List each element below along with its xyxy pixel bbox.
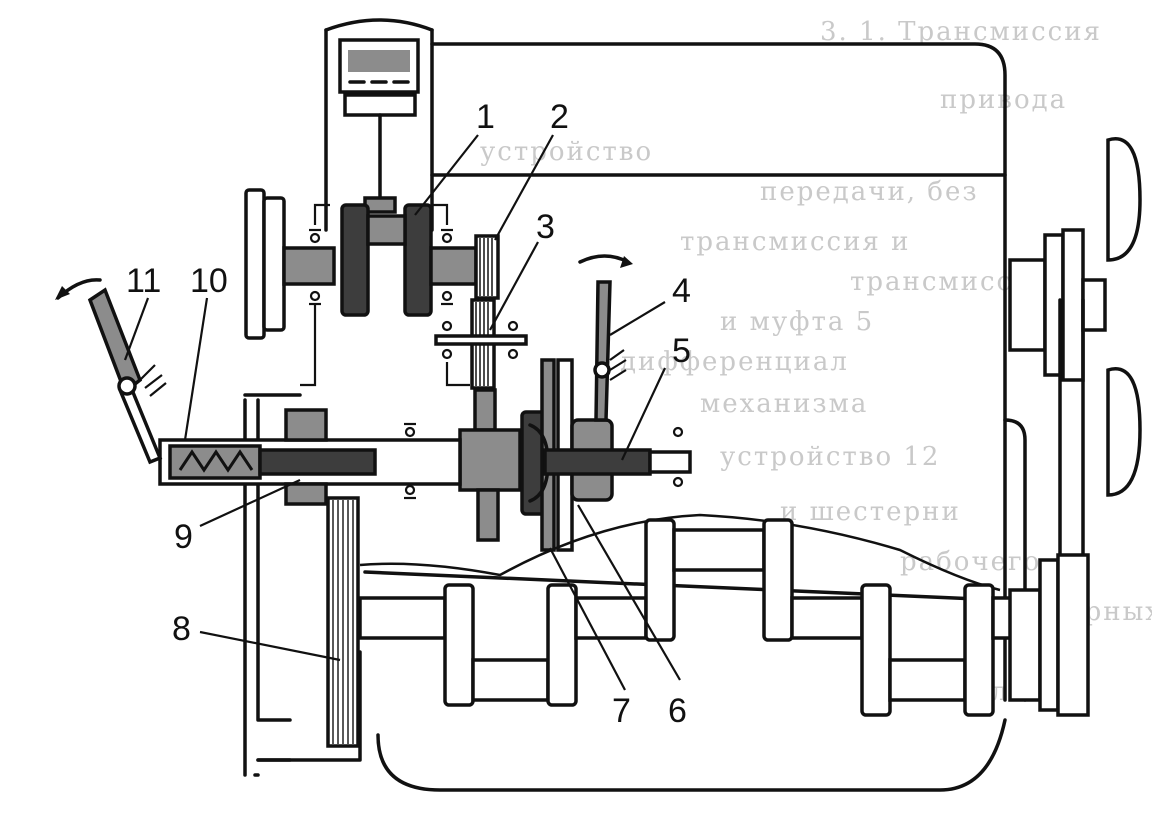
bleed-line: устройство [480,137,653,167]
main-flywheel [326,496,360,748]
callout-4: 4 [672,272,691,310]
crank-pin [366,214,407,246]
callout-10: 10 [190,262,228,300]
engine-housing [243,42,1027,792]
intermediate-gear [434,298,528,390]
pinion-9-top [284,408,328,442]
splined-shaft [258,448,377,476]
fan-blade-top [1106,137,1142,262]
main-journal-3 [790,596,864,640]
engage-lever [55,278,167,465]
starting-engine-crankshaft [244,188,500,387]
clutch-hub-lower [476,488,500,542]
main-web-1 [443,583,475,707]
crank-journal-right [429,246,478,286]
bleed-through-text: 3. 1. Трансмиссия привода устройство пер… [480,17,1152,707]
flywheel-inner [262,196,286,332]
shaft-end [648,450,692,474]
pinion-9-bottom [284,482,328,506]
arrow-head-4 [620,256,633,268]
leader-lines [123,134,681,691]
lever-linkage [117,382,163,465]
bleed-line: устройство 12 [720,442,940,472]
bleed-line: привода [940,85,1067,115]
bleed-line: передачи, без [760,177,979,207]
output-shaft-5 [543,448,652,476]
arrow-curve-4 [578,254,630,264]
lever-4 [594,280,612,422]
callout-1: 1 [476,98,495,136]
arrow-head [55,286,70,300]
callout-2: 2 [550,98,569,136]
crank-web-left [340,203,370,317]
flywheel-outer [244,188,266,340]
upper-hub [1008,258,1047,352]
bleed-line: и муфта 5 [720,307,874,337]
main-web-6 [963,583,995,717]
main-journal-1 [358,596,447,640]
bearing-markers [309,228,453,306]
bleed-line: трансмиссия и [680,227,910,257]
bleed-line: 3. 1. Трансмиссия [820,17,1102,47]
fan-pulley-assembly [1008,137,1142,717]
bleed-line: рабочего [900,547,1041,577]
callout-8: 8 [172,610,191,648]
lower-pulley-b [1056,553,1090,717]
gear-3-axle [434,334,528,346]
clutch-hub-neck [473,388,497,432]
head-fill [348,50,410,72]
main-web-5 [860,583,892,717]
main-web-4 [762,518,794,642]
cutaway-line [359,513,1001,592]
callout-7: 7 [612,692,631,730]
crank-journal-left [282,246,336,286]
main-crankshaft [358,513,1015,717]
crank-web-right [403,203,433,317]
clutch-hub [458,428,522,492]
main-pin-3 [888,658,967,702]
starting-engine-cylinder [313,18,449,232]
piston [343,93,417,117]
callout-5: 5 [672,332,691,370]
bleed-line: и шестерни [780,497,961,527]
callout-9: 9 [174,518,193,556]
callout-3: 3 [536,208,555,246]
fan-hub [1081,278,1107,332]
main-web-3 [644,518,676,642]
spring-10 [178,449,254,473]
callout-11: 11 [126,262,161,300]
fan-blade-bottom [1106,367,1142,497]
bleed-line: механизма [700,389,868,419]
main-pin-1 [471,658,550,702]
bleed-line: дифференциал [620,347,849,377]
upper-pulley-b [1061,228,1085,382]
callout-labels: 1 2 3 4 5 6 7 8 9 10 11 [126,98,691,730]
gearbox-shaft [158,408,692,506]
main-web-2 [546,583,578,707]
lower-pulley-a [1038,558,1060,712]
main-pin-2 [672,528,766,572]
callout-6: 6 [668,692,687,730]
clutch-lever [578,254,633,422]
lower-hub [1008,588,1042,702]
